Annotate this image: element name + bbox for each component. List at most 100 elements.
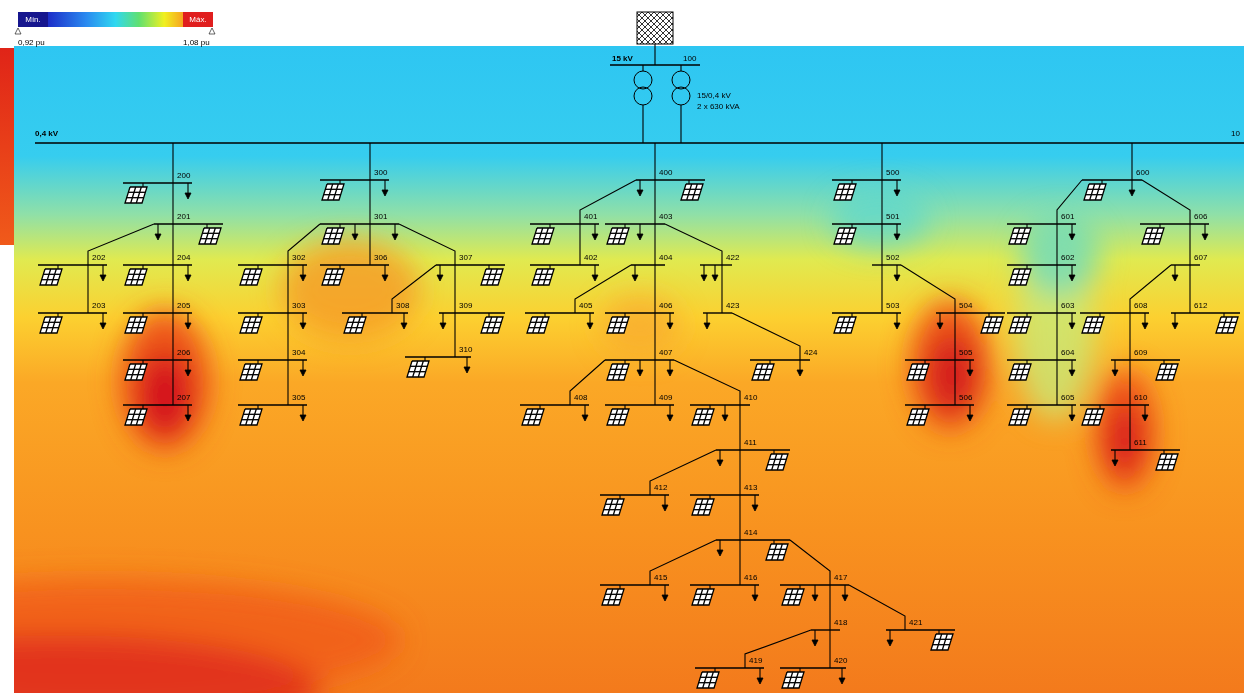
- pv-panel-grid: [128, 414, 145, 415]
- pv-panel-grid: [703, 672, 708, 688]
- pv-panel-grid: [410, 366, 427, 367]
- load-line: [1071, 265, 1072, 275]
- feeder-cable: [881, 180, 882, 224]
- load-arrow: [712, 275, 718, 281]
- load-line: [187, 405, 188, 415]
- load-line: [466, 357, 467, 367]
- load-line: [969, 360, 970, 370]
- load-arrow: [185, 193, 191, 199]
- pv-panel-grid: [1020, 228, 1025, 244]
- load-line: [706, 313, 707, 323]
- pv-panel-symbol: [692, 499, 714, 515]
- feeder-cable: [579, 224, 580, 265]
- node-number: 406: [659, 301, 672, 310]
- load-line: [703, 265, 704, 275]
- feeder-cable: [829, 585, 830, 630]
- load-arrow: [717, 550, 723, 556]
- pv-panel-grid: [325, 274, 342, 275]
- load-arrow: [592, 234, 598, 240]
- label-text: 100: [683, 54, 696, 63]
- node-number: 504: [959, 301, 972, 310]
- load-arrow: [401, 323, 407, 329]
- node-number: 424: [804, 348, 817, 357]
- node-number: 408: [574, 393, 587, 402]
- pv-panel-grid: [1085, 322, 1102, 323]
- legend-swatch: Máx.: [183, 12, 213, 27]
- pv-panel-symbol: [1156, 454, 1178, 470]
- load-line: [719, 450, 720, 460]
- lv-busbar: [35, 142, 1244, 143]
- load-arrow: [812, 640, 818, 646]
- supply-wire: [654, 44, 655, 65]
- transformer-wire: [680, 105, 681, 143]
- pv-panel-grid: [754, 374, 771, 375]
- pv-panel-symbol: [125, 269, 147, 285]
- node-busbar: [1171, 312, 1240, 313]
- pv-panel-grid: [1020, 409, 1025, 425]
- pv-panel-grid: [1011, 279, 1028, 280]
- node-busbar: [342, 312, 408, 313]
- pv-panel-grid: [785, 677, 802, 678]
- pv-panel-symbol: [907, 364, 929, 380]
- pv-panel-grid: [610, 322, 627, 323]
- feeder-cable: [849, 585, 905, 630]
- feeder-cable: [954, 313, 955, 360]
- node-number: 418: [834, 618, 847, 627]
- feeder-cable: [369, 180, 370, 224]
- load-line: [354, 224, 355, 234]
- pv-panel-grid: [251, 409, 256, 425]
- feeder-cable: [88, 224, 154, 265]
- node-busbar: [600, 584, 669, 585]
- load-line: [724, 405, 725, 415]
- pv-panel-grid: [131, 187, 136, 203]
- pv-panel-grid: [604, 509, 621, 510]
- load-line: [1174, 313, 1175, 323]
- load-arrow: [967, 415, 973, 421]
- feeder-cable: [654, 313, 655, 360]
- pv-panel-grid: [346, 327, 363, 328]
- node-busbar: [1080, 404, 1149, 405]
- feeder-cable: [739, 405, 740, 450]
- pv-panel-grid: [131, 317, 136, 333]
- pv-panel-symbol: [1156, 364, 1178, 380]
- pv-panel-grid: [840, 184, 845, 200]
- node-number: 403: [659, 212, 672, 221]
- legend-text: Máx.: [183, 12, 213, 27]
- node-busbar: [750, 359, 810, 360]
- pv-panel-grid: [328, 184, 333, 200]
- node-busbar: [436, 264, 505, 265]
- node-number: 608: [1134, 301, 1147, 310]
- pv-panel-grid: [246, 317, 251, 333]
- pv-panel-grid: [1012, 274, 1029, 275]
- pv-panel-grid: [683, 194, 700, 195]
- node-number: 417: [834, 573, 847, 582]
- pv-panel-grid: [703, 409, 708, 425]
- pv-panel-grid: [618, 228, 623, 244]
- load-line: [841, 668, 842, 678]
- load-line: [1114, 450, 1115, 460]
- pv-panel-grid: [524, 419, 541, 420]
- feeder-cable: [454, 265, 455, 313]
- feeder-cable: [654, 224, 655, 265]
- pv-panel-grid: [768, 554, 785, 555]
- pv-panel-grid: [695, 594, 712, 595]
- pv-panel-symbol: [607, 364, 629, 380]
- transformer-winding: [634, 71, 652, 89]
- pv-panel-grid: [698, 589, 703, 605]
- pv-panel-grid: [1012, 322, 1029, 323]
- pv-panel-grid: [492, 317, 497, 333]
- node-number: 607: [1194, 253, 1207, 262]
- pv-panel-symbol: [752, 364, 774, 380]
- node-busbar: [690, 494, 759, 495]
- node-number: 410: [744, 393, 757, 402]
- pv-panel-grid: [692, 184, 697, 200]
- node-number: 506: [959, 393, 972, 402]
- node-busbar: [636, 179, 705, 180]
- load-arrow: [1129, 190, 1135, 196]
- load-arrow: [300, 275, 306, 281]
- node-busbar: [700, 264, 732, 265]
- load-line: [439, 265, 440, 275]
- load-line: [759, 668, 760, 678]
- pv-panel-grid: [1015, 317, 1020, 333]
